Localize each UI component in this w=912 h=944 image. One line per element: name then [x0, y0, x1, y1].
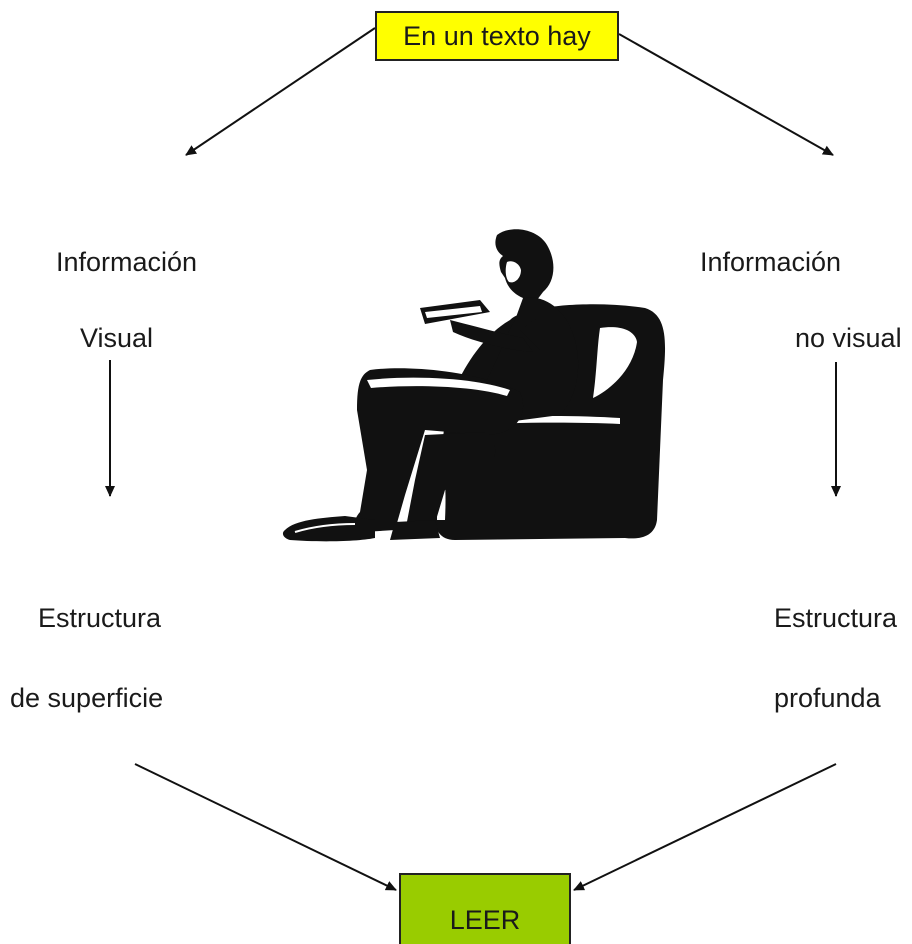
left-info-line1: Información	[56, 247, 198, 277]
arrow-right-to-leer	[573, 763, 837, 891]
left-structure-line2: de superficie	[10, 683, 164, 713]
arrow-left-to-leer	[134, 763, 397, 891]
leer-box: LEER	[399, 873, 571, 944]
top-concept-label: En un texto hay	[403, 20, 591, 51]
person-reading-in-armchair-icon	[282, 229, 666, 542]
right-structure-line1: Estructura	[774, 603, 898, 633]
top-concept-box: En un texto hay	[375, 11, 619, 61]
leer-label: LEER	[449, 905, 521, 935]
right-info-line2: no visual	[795, 323, 902, 353]
right-structure-line2: profunda	[774, 683, 881, 713]
left-structure-line1: Estructura	[38, 603, 162, 633]
left-info-line2: Visual	[80, 323, 154, 353]
right-info-line1: Información	[700, 247, 842, 277]
arrow-top-to-left	[185, 27, 376, 156]
arrow-top-to-right	[618, 33, 834, 156]
